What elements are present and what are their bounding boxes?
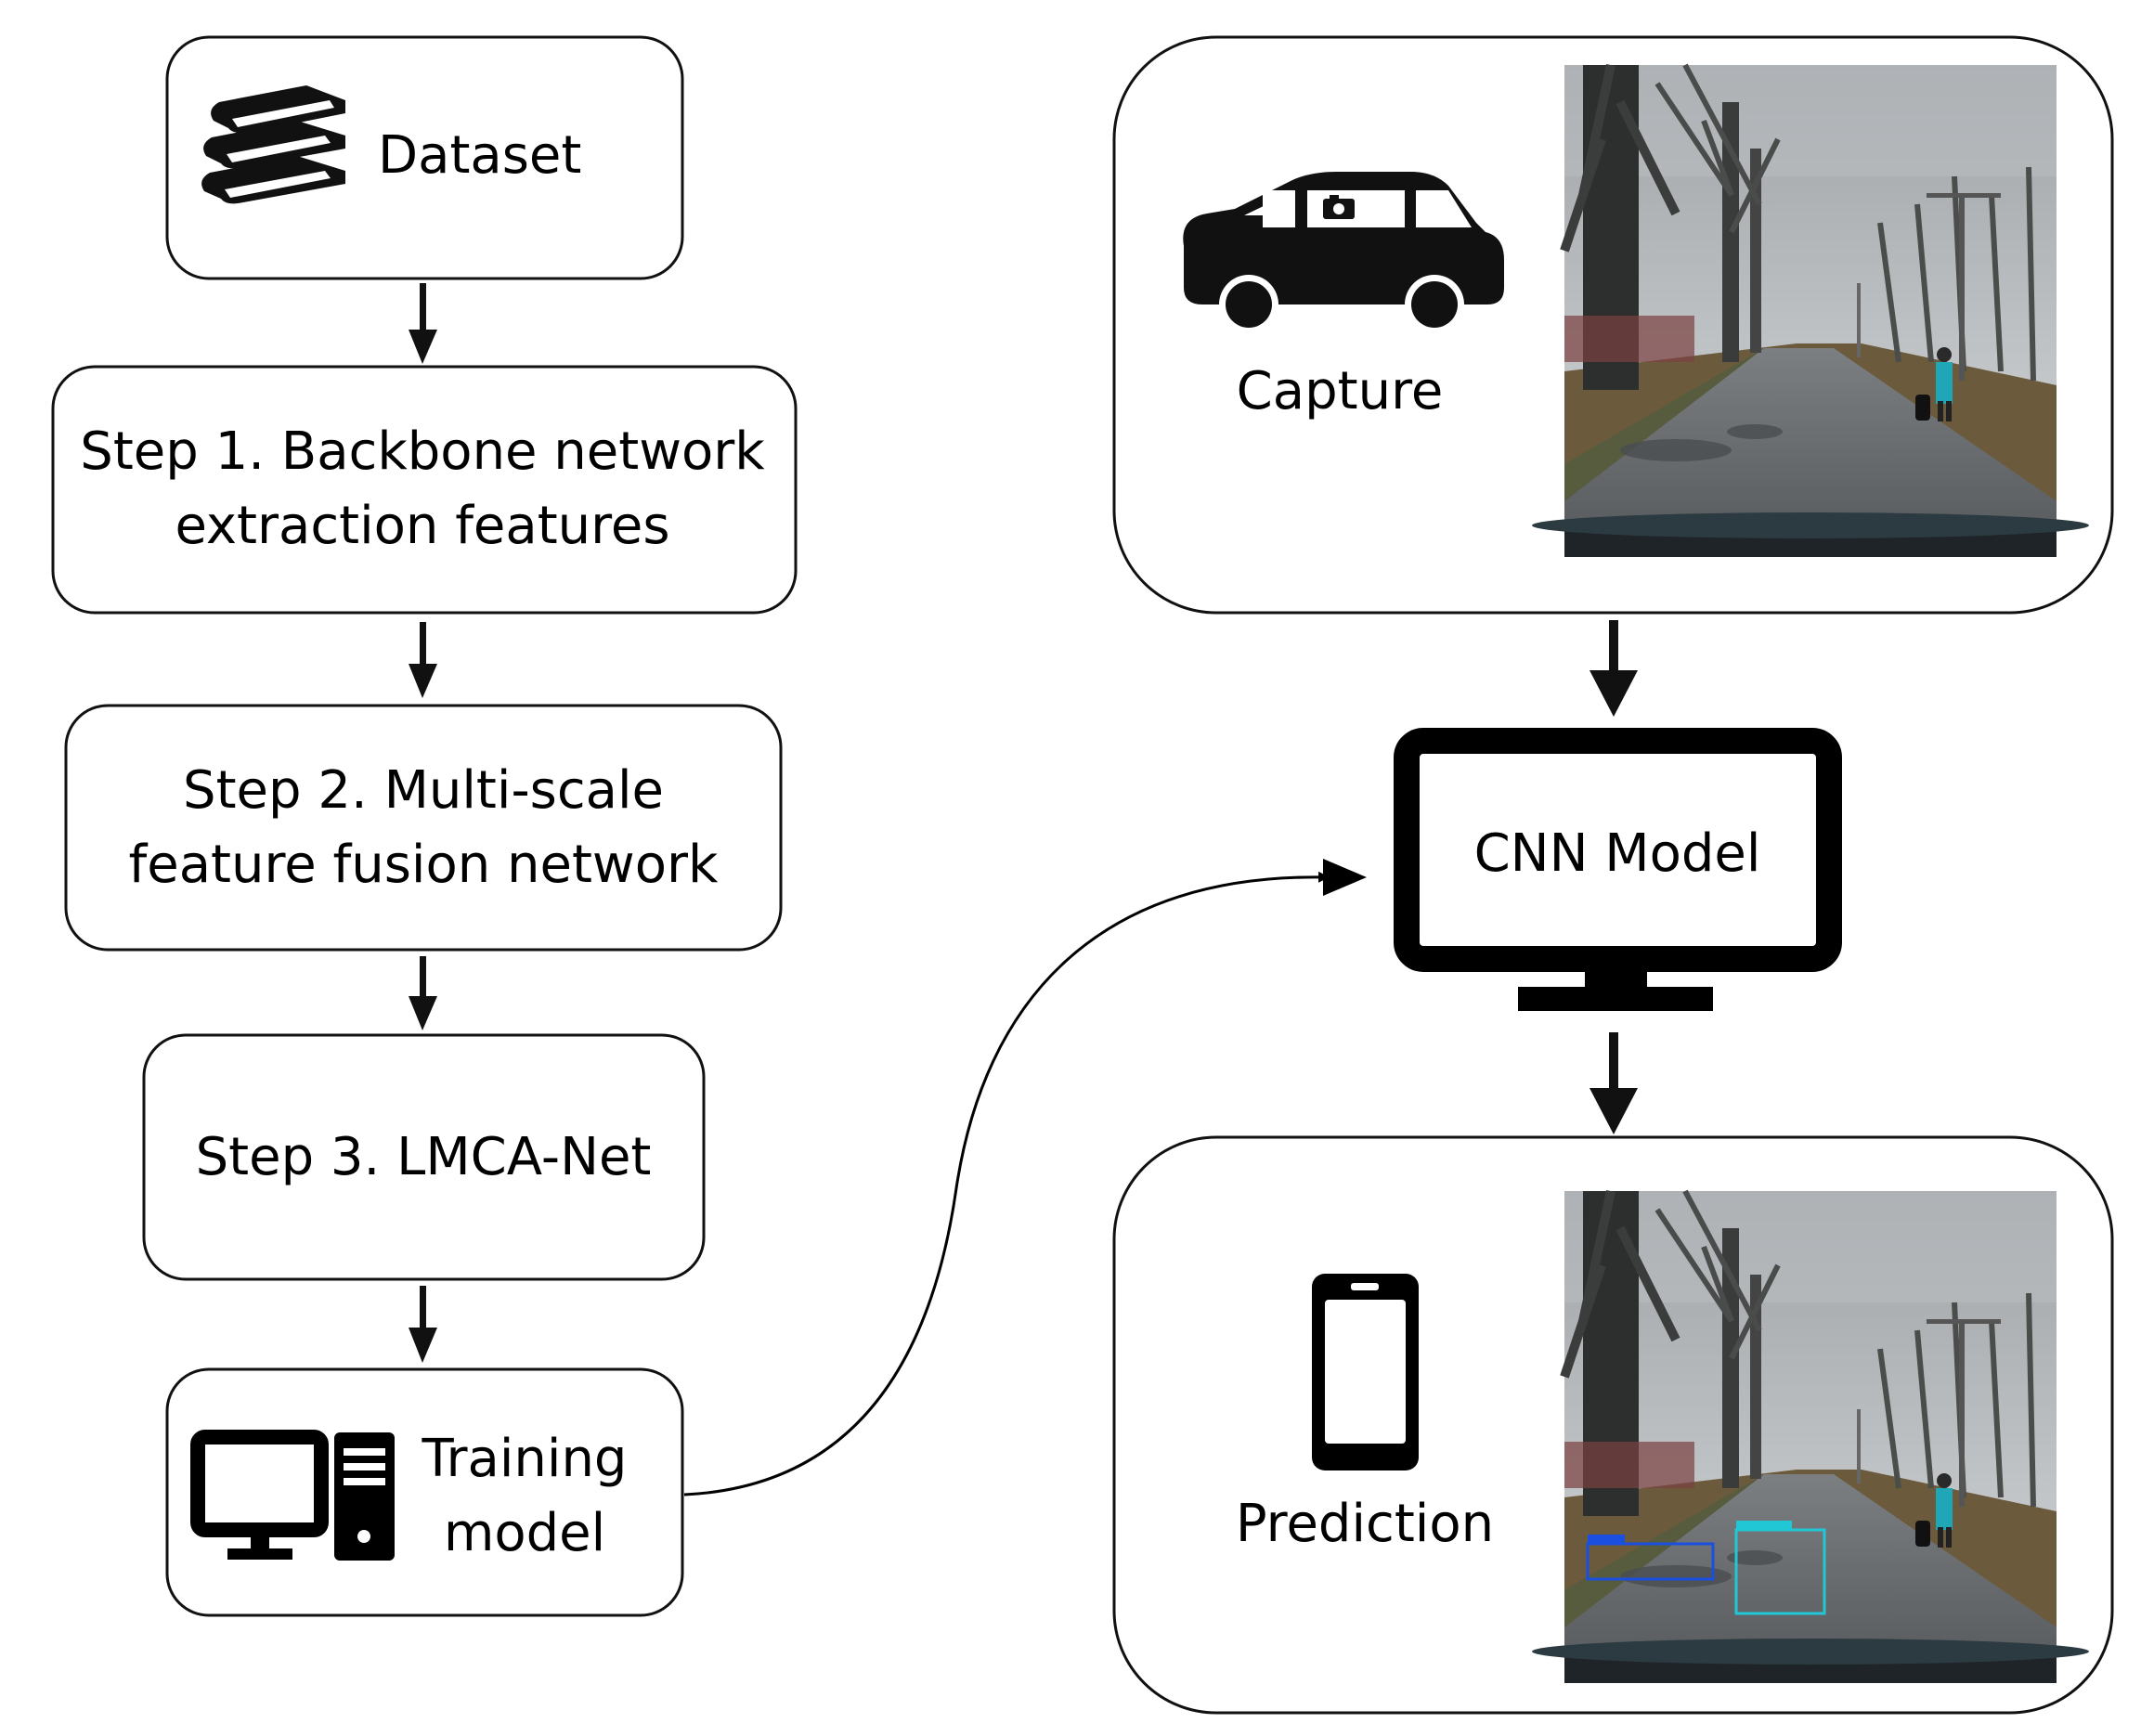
arrow-step2-step3 [409,956,437,1030]
step2-label-line1: Step 2. Multi-scale [183,760,664,821]
arrow-training-cnn [683,871,1330,1496]
smartphone-icon [1312,1274,1419,1470]
cnn-model-label: CNN Model [1474,823,1761,884]
dataset-label: Dataset [378,125,581,186]
detection-box-blue [1586,1542,1715,1581]
books-icon [201,85,345,204]
arrow-step3-training [409,1286,437,1363]
arrow-step1-step2 [409,622,437,698]
training-box [165,1367,684,1617]
step3-box [142,1033,706,1281]
arrow-training-cnn-head [1323,859,1367,896]
capture-label: Capture [1237,361,1444,421]
training-label-line2: model [444,1503,605,1563]
step2-box [64,704,783,952]
car-camera-icon [1183,172,1504,334]
step2-label-line2: feature fusion network [129,835,719,895]
step1-box [51,365,798,615]
step1-label-line1: Step 1. Backbone network [80,421,765,482]
road-photo-prediction [1532,1191,2089,1683]
training-label-line1: Training [422,1429,628,1489]
monitor-icon [1394,728,1842,1011]
arrow-cnn-prediction [1590,1032,1638,1134]
arrow-capture-cnn [1590,620,1638,717]
arrow-dataset-step1 [409,283,437,364]
road-photo-capture [1532,65,2089,557]
computer-tower-icon [190,1430,395,1561]
step3-label: Step 3. LMCA-Net [196,1127,652,1187]
step1-label-line2: extraction features [175,496,669,556]
prediction-label: Prediction [1236,1494,1494,1554]
